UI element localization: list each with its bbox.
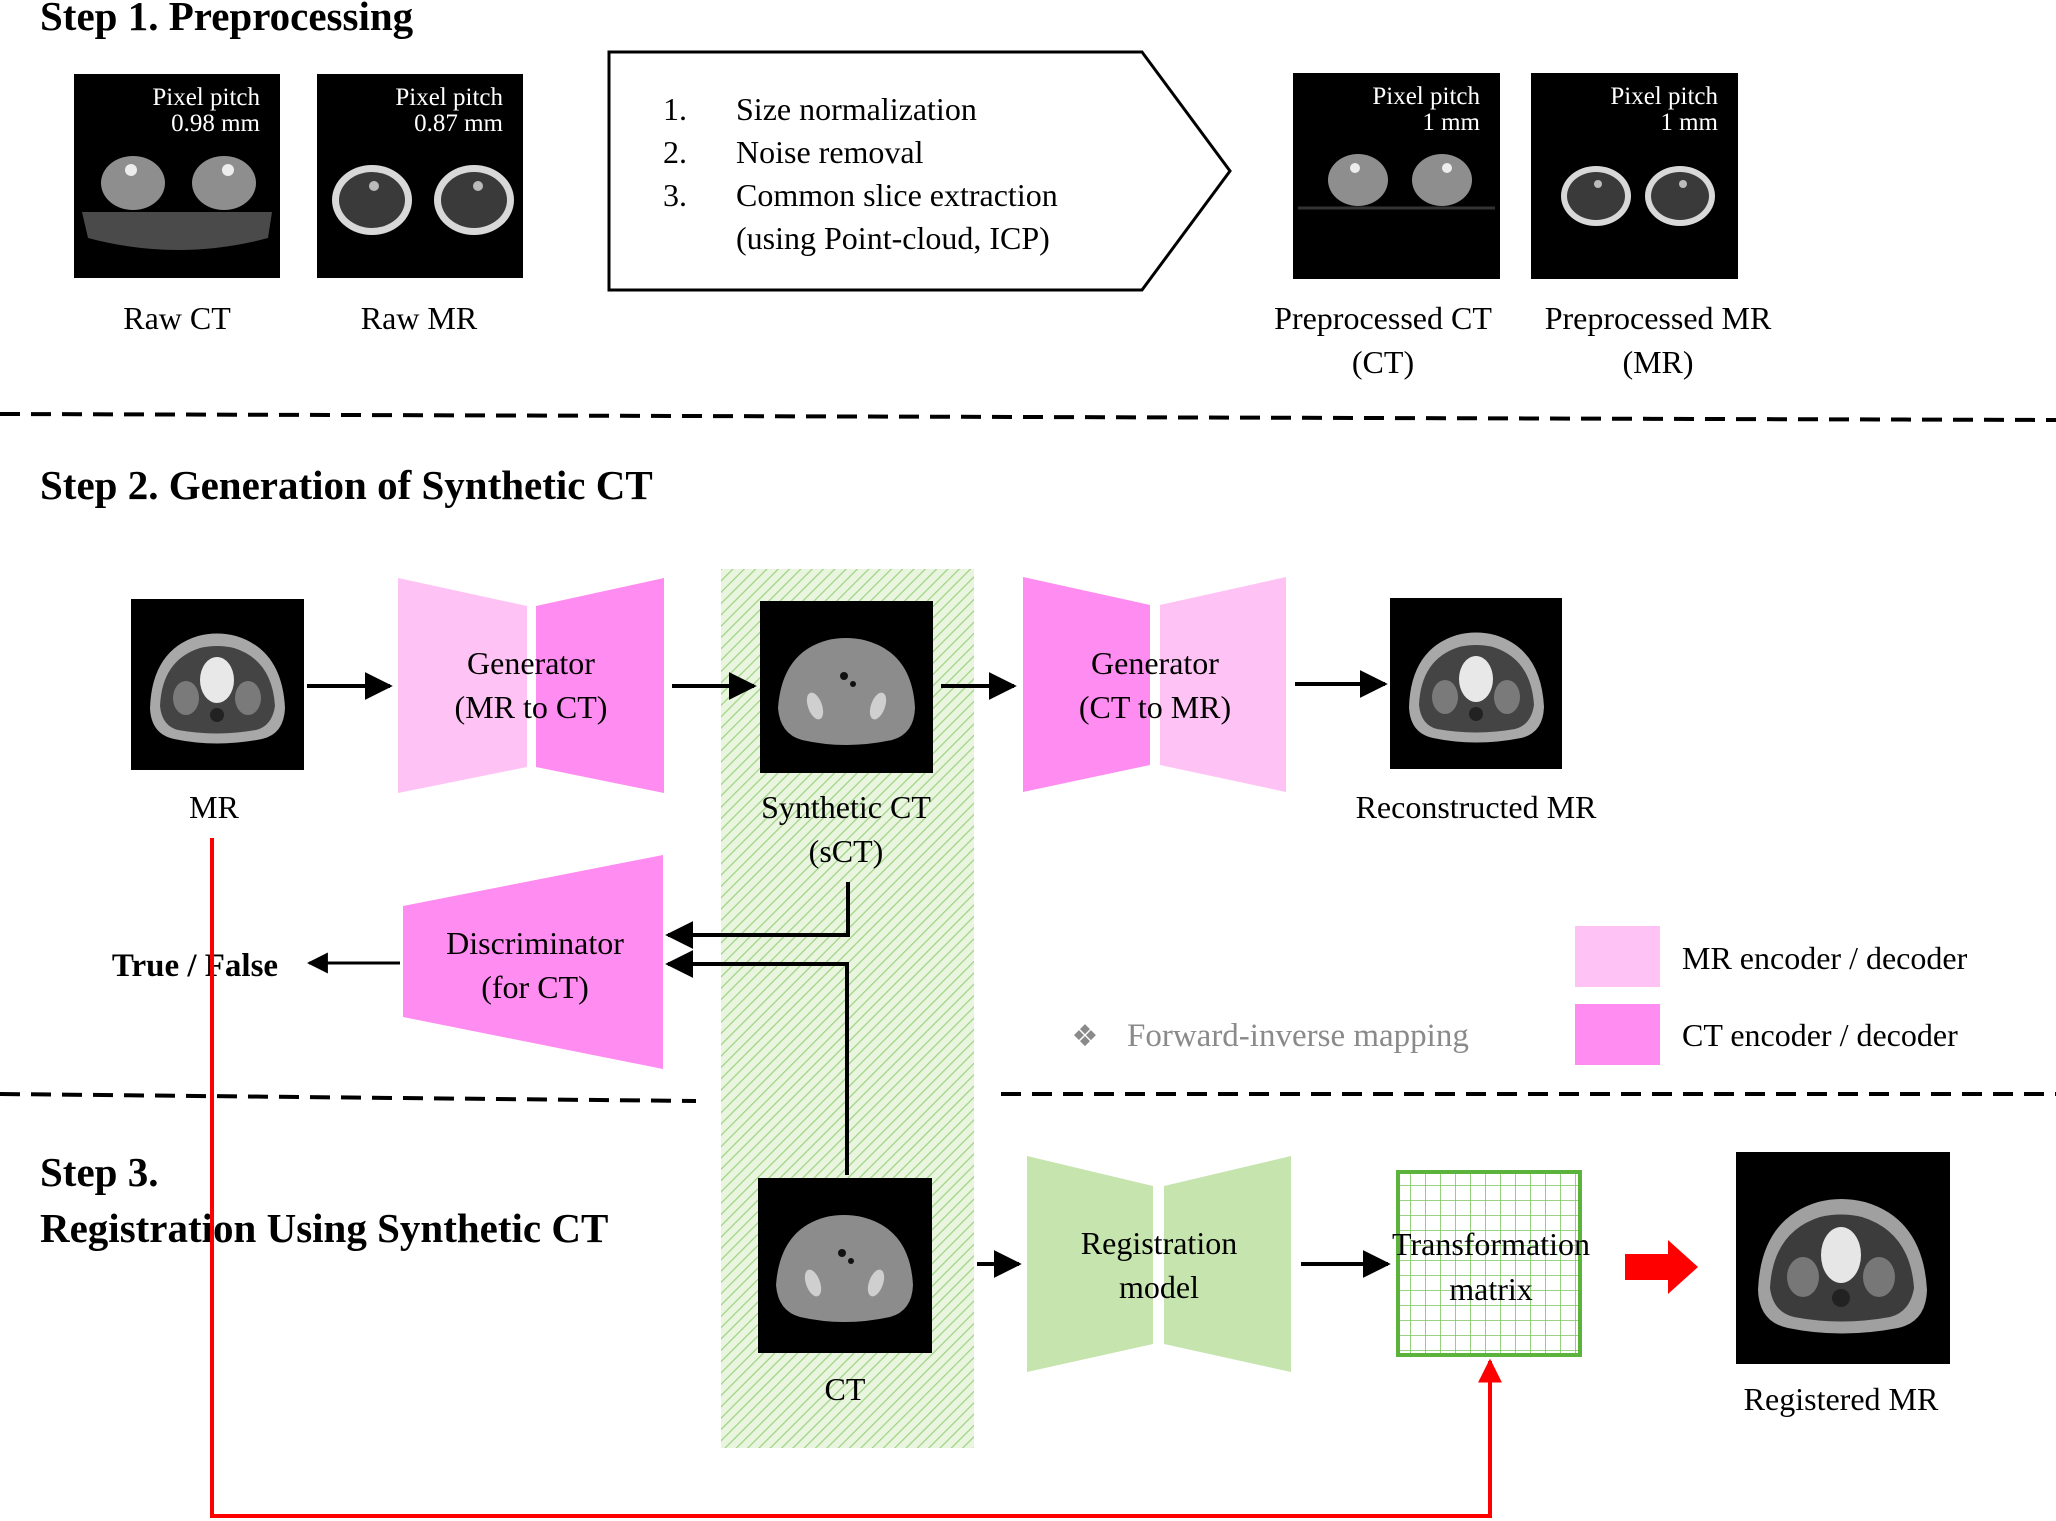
sct-caption-1: Synthetic CT	[761, 789, 931, 825]
gen2-label-2: (CT to MR)	[1079, 689, 1231, 725]
pre-mr-pitch-value: 1 mm	[1660, 109, 1718, 136]
arrow-ct-to-disc	[665, 950, 849, 1175]
generator-mr-to-ct: Generator (MR to CT)	[398, 578, 664, 793]
sct-caption-2: (sCT)	[809, 833, 884, 869]
generator-ct-to-mr: Generator (CT to MR)	[1023, 577, 1286, 792]
legend: MR encoder / decoder CT encoder / decode…	[1575, 926, 1968, 1065]
reg-label-1: Registration	[1081, 1225, 1237, 1261]
raw-ct-pitch-value: 0.98 mm	[171, 110, 260, 137]
tm-label-1: Transformation	[1392, 1226, 1590, 1262]
arrow-sct-to-disc	[665, 882, 850, 949]
step-num-3: 3.	[663, 177, 687, 213]
raw-ct-image: Pixel pitch 0.98 mm	[74, 74, 280, 278]
step-text-3: Common slice extraction	[736, 177, 1058, 213]
preprocessing-steps-box: 1. Size normalization 2. Noise removal 3…	[607, 50, 1232, 292]
section-divider-1	[0, 412, 2056, 422]
legend-label-mr: MR encoder / decoder	[1682, 940, 1968, 976]
mapping-label: Forward-inverse mapping	[1127, 1018, 1469, 1054]
disc-label-1: Discriminator	[446, 925, 624, 961]
registered-mr-image	[1736, 1152, 1950, 1364]
reg-label-2: model	[1119, 1269, 1199, 1305]
red-mr-to-matrix-line	[210, 838, 1502, 1518]
gen1-decoder	[536, 578, 664, 793]
legend-swatch-ct	[1575, 1004, 1660, 1065]
step-num-1: 1.	[663, 91, 687, 127]
step-text-2: Noise removal	[736, 134, 924, 170]
tm-label-2: matrix	[1449, 1271, 1533, 1307]
raw-mr-pitch-label: Pixel pitch	[395, 84, 503, 111]
gen2-decoder	[1160, 577, 1286, 792]
true-false-label: True / False	[112, 948, 278, 984]
pre-ct-pitch-value: 1 mm	[1422, 109, 1480, 136]
raw-ct-caption: Raw CT	[123, 300, 231, 336]
legend-label-ct: CT encoder / decoder	[1682, 1017, 1958, 1053]
pre-mr-pitch-label: Pixel pitch	[1610, 83, 1718, 110]
transformation-matrix: Transformation matrix	[1392, 1170, 1590, 1357]
reg-decoder	[1164, 1156, 1291, 1372]
pre-ct-pitch-label: Pixel pitch	[1372, 83, 1480, 110]
step-text-1: Size normalization	[736, 91, 977, 127]
synthetic-ct-image	[760, 601, 933, 773]
preprocessed-mr-caption-abbr: (MR)	[1622, 344, 1693, 380]
reg-encoder	[1027, 1156, 1153, 1372]
step3-title-2: Registration Using Synthetic CT	[40, 1205, 608, 1251]
step2-title: Step 2. Generation of Synthetic CT	[40, 462, 653, 508]
raw-mr-caption: Raw MR	[361, 300, 478, 336]
reconstructed-mr-caption: Reconstructed MR	[1356, 789, 1598, 825]
gen2-label-1: Generator	[1091, 645, 1219, 681]
mapping-bullet-icon: ❖	[1072, 1019, 1099, 1054]
legend-swatch-mr	[1575, 926, 1660, 987]
step3-title-1: Step 3.	[40, 1149, 158, 1195]
red-output-arrow-icon	[1625, 1240, 1698, 1294]
mr-input-image	[131, 599, 304, 770]
preprocessed-ct-image: Pixel pitch 1 mm	[1293, 73, 1500, 279]
raw-mr-image: Pixel pitch 0.87 mm	[317, 74, 523, 278]
preprocessed-ct-caption-abbr: (CT)	[1352, 344, 1414, 380]
section-divider-2-left	[0, 1092, 697, 1103]
gen1-label-2: (MR to CT)	[455, 689, 608, 725]
step-num-2: 2.	[663, 134, 687, 170]
ct-caption: CT	[825, 1371, 866, 1407]
gen1-encoder	[398, 578, 527, 793]
disc-label-2: (for CT)	[481, 969, 589, 1005]
gen1-label-1: Generator	[467, 645, 595, 681]
ct-image	[758, 1178, 932, 1353]
step1-title: Step 1. Preprocessing	[40, 0, 414, 39]
discriminator-for-ct: Discriminator (for CT)	[403, 855, 663, 1069]
registration-model: Registration model	[1027, 1156, 1291, 1372]
step-text-3-sub: (using Point-cloud, ICP)	[736, 220, 1050, 256]
mr-caption: MR	[189, 789, 239, 825]
registered-mr-caption: Registered MR	[1744, 1381, 1939, 1417]
preprocessed-mr-image: Pixel pitch 1 mm	[1531, 73, 1738, 279]
gen2-encoder	[1023, 577, 1150, 792]
preprocessed-mr-caption: Preprocessed MR	[1545, 300, 1772, 336]
preprocessed-ct-caption: Preprocessed CT	[1274, 300, 1492, 336]
raw-mr-pitch-value: 0.87 mm	[414, 110, 503, 137]
reconstructed-mr-image	[1390, 598, 1562, 769]
raw-ct-pitch-label: Pixel pitch	[152, 84, 260, 111]
